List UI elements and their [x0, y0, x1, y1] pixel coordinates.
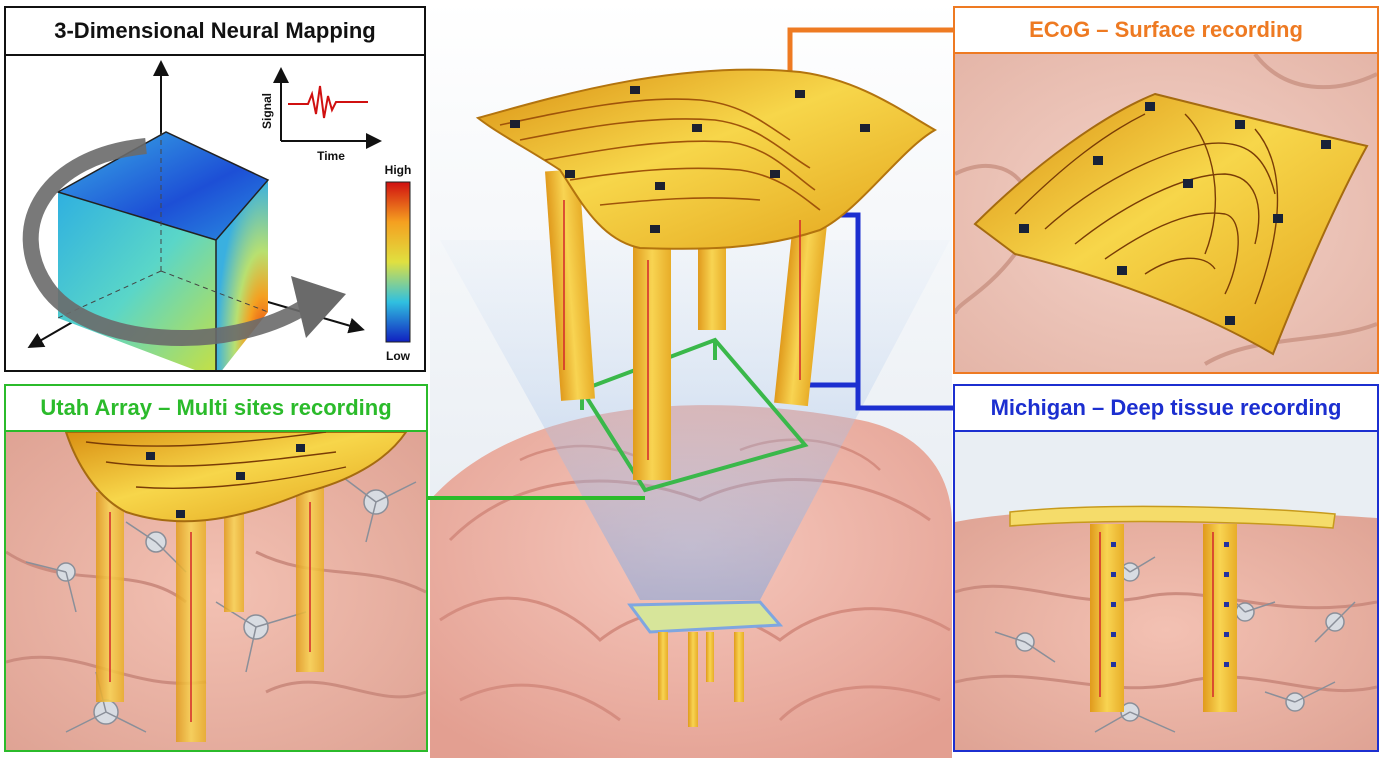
michigan-probe — [1009, 505, 1336, 712]
michigan-art — [955, 432, 1377, 750]
large-electrode-array — [475, 68, 938, 480]
neural-mapping-panel: 3-Dimensional Neural Mapping — [4, 6, 426, 372]
time-axis-label: Time — [317, 149, 345, 163]
signal-inset — [273, 67, 382, 149]
neuron-icon — [994, 551, 1356, 733]
michigan-title: Michigan – Deep tissue recording — [955, 386, 1377, 432]
utah-title: Utah Array – Multi sites recording — [6, 386, 426, 432]
utah-art — [6, 432, 426, 750]
rotation-arrow-icon — [22, 138, 346, 346]
colorbar — [385, 181, 411, 343]
ecog-art — [955, 54, 1377, 372]
utah-electrode-sheet — [64, 432, 408, 523]
ecog-panel: ECoG – Surface recording — [953, 6, 1379, 374]
mapping-art: Signal Time High Low — [22, 60, 412, 370]
colorbar-high-label: High — [385, 163, 412, 177]
utah-panel: Utah Array – Multi sites recording — [4, 384, 428, 752]
neuron-icon — [25, 471, 417, 733]
ecog-title: ECoG – Surface recording — [955, 8, 1377, 54]
michigan-panel: Michigan – Deep tissue recording — [953, 384, 1379, 752]
ecog-electrode-sheet — [973, 92, 1369, 356]
signal-axis-label: Signal — [260, 93, 274, 129]
neural-mapping-title: 3-Dimensional Neural Mapping — [6, 8, 424, 56]
utah-shanks — [96, 482, 324, 742]
small-device-icon — [627, 600, 784, 727]
colorbar-low-label: Low — [386, 349, 411, 363]
